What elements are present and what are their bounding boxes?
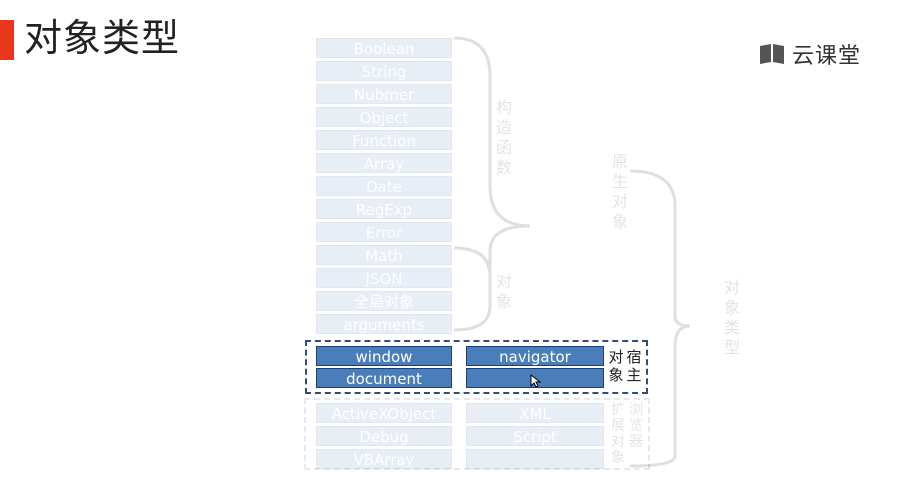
host-item-document[interactable]: document — [316, 368, 452, 388]
native-item-3: Object — [316, 107, 452, 127]
browser-item-left-0: ActiveXObject — [316, 403, 452, 423]
native-item-0: Boolean — [316, 38, 452, 58]
browser-item-left-1: Debug — [316, 426, 452, 446]
constructor-group-label: 构造函数 — [495, 98, 512, 177]
browser-item-right-1: Script — [466, 426, 604, 446]
browser-item-right-2 — [466, 449, 604, 469]
native-item-1: String — [316, 61, 452, 81]
native-item-9: Math — [316, 245, 452, 265]
native-item-8: Error — [316, 222, 452, 242]
host-item-window[interactable]: window — [316, 346, 452, 366]
type-group-label: 对象类型 — [723, 278, 740, 357]
host-label-col2: 宿主 — [626, 348, 642, 384]
native-item-5: Array — [316, 153, 452, 173]
browser-item-right-0: XML — [466, 403, 604, 423]
native-item-12: arguments — [316, 314, 452, 334]
native-item-2: Nubmer — [316, 84, 452, 104]
page-title: 对象类型 — [24, 16, 181, 60]
native-item-4: Function — [316, 130, 452, 150]
native-item-7: RegExp — [316, 199, 452, 219]
browser-item-left-2: VBArray — [316, 449, 452, 469]
host-label-col1: 对象 — [608, 348, 624, 384]
mouse-cursor-icon — [530, 374, 542, 388]
native-item-10: JSON — [316, 268, 452, 288]
brand-name: 云课堂 — [792, 44, 862, 69]
native-item-6: Date — [316, 176, 452, 196]
brand-logo: 云课堂 — [758, 40, 862, 69]
host-item-navigator[interactable]: navigator — [466, 346, 604, 366]
browser-ext-col2: 浏览器 — [629, 402, 643, 450]
native-group-label: 原生对象 — [611, 152, 628, 231]
browser-ext-col1: 扩展对象 — [611, 402, 625, 466]
object-group-label: 对象 — [495, 272, 512, 311]
title-accent-bar — [0, 20, 14, 60]
book-icon — [760, 44, 784, 64]
group-brackets — [453, 36, 691, 468]
browser-extension-box — [304, 398, 650, 470]
host-objects-box — [305, 340, 648, 394]
native-item-11: 全局对象 — [316, 291, 452, 311]
